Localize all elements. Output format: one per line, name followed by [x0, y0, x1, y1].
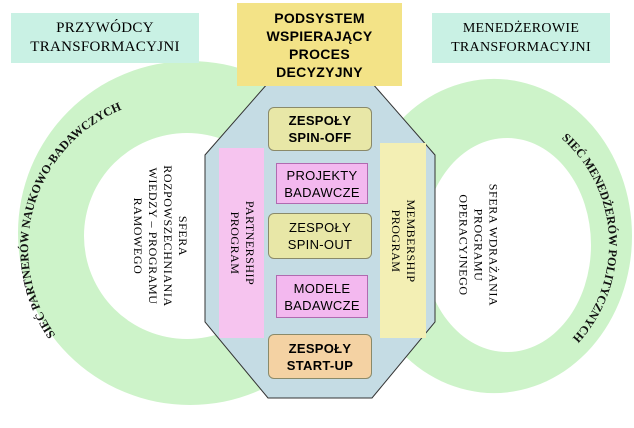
membership-line1: MEMBERSHIP [404, 198, 418, 283]
header-center-line1: PODSYSTEM [274, 9, 365, 26]
projekty-line1: PROJEKTY [286, 167, 358, 183]
left-sphere-line2: ROZPOWSZECHNIANIA [161, 165, 175, 307]
header-podsystem: PODSYSTEM WSPIERAJĄCY PROCES DECYZYJNY [237, 3, 402, 86]
header-right-line1: MENEDŻEROWIE [462, 21, 580, 36]
partnership-line1: PARTNERSHIP [242, 200, 257, 286]
header-center-line3: PROCES [289, 45, 350, 62]
box-projekty-badawcze: PROJEKTY BADAWCZE [276, 163, 368, 204]
right-sphere-label: SFERA WDRAŻANIA PROGRAMU OPERACYJNEGO [456, 184, 501, 306]
header-left-line2: TRANSFORMACYJNI [30, 39, 180, 55]
box-zespoly-spin-off: ZESPOŁY SPIN-OFF [268, 107, 372, 151]
left-sphere-line1: SFERA [176, 215, 190, 257]
spin-off-line1: ZESPOŁY [288, 113, 352, 128]
left-sphere-line3: WIEDZY – PROGRAMU [146, 167, 160, 305]
box-zespoly-spin-out: ZESPOŁY SPIN-OUT [268, 213, 372, 259]
spin-off-line2: SPIN-OFF [288, 130, 352, 145]
membership-program-label: MEMBERSHIP PROGRAM [388, 199, 418, 282]
membership-program-strip: MEMBERSHIP PROGRAM [380, 143, 426, 338]
partnership-program-label: PARTNERSHIP PROGRAM [227, 201, 257, 285]
partnership-program-strip: PARTNERSHIP PROGRAM [219, 148, 264, 338]
right-sphere-line3: OPERACYJNEGO [456, 194, 471, 296]
start-up-line2: START-UP [286, 357, 354, 373]
left-sphere-line4: RAMOWEGO [131, 197, 145, 275]
projekty-line2: BADAWCZE [284, 184, 360, 200]
header-center-line4: DECYZYJNY [276, 63, 363, 80]
header-menedzerowie: MENEDŻEROWIE TRANSFORMACYJNI [432, 13, 610, 63]
header-right-line2: TRANSFORMACYJNI [451, 40, 591, 55]
header-center-line2: WSPIERAJĄCY [266, 27, 373, 44]
right-sphere-line2: PROGRAMU [471, 208, 486, 282]
partnership-line2: PROGRAM [227, 211, 242, 275]
box-zespoly-start-up: ZESPOŁY START-UP [268, 334, 372, 379]
spin-out-line2: SPIN-OUT [287, 237, 353, 252]
membership-line2: PROGRAM [389, 209, 403, 272]
modele-line2: BADAWCZE [284, 297, 360, 313]
left-sphere-label: SFERA ROZPOWSZECHNIANIA WIEDZY – PROGRAM… [130, 165, 190, 307]
box-modele-badawcze: MODELE BADAWCZE [276, 275, 368, 318]
start-up-line1: ZESPOŁY [288, 340, 352, 356]
header-left-line1: PRZYWÓDCY [56, 20, 154, 36]
header-przywodcy: PRZYWÓDCY TRANSFORMACYJNI [11, 13, 199, 63]
right-sphere-line1: SFERA WDRAŻANIA [486, 183, 501, 307]
spin-out-line1: ZESPOŁY [288, 220, 352, 235]
modele-line1: MODELE [293, 280, 351, 296]
